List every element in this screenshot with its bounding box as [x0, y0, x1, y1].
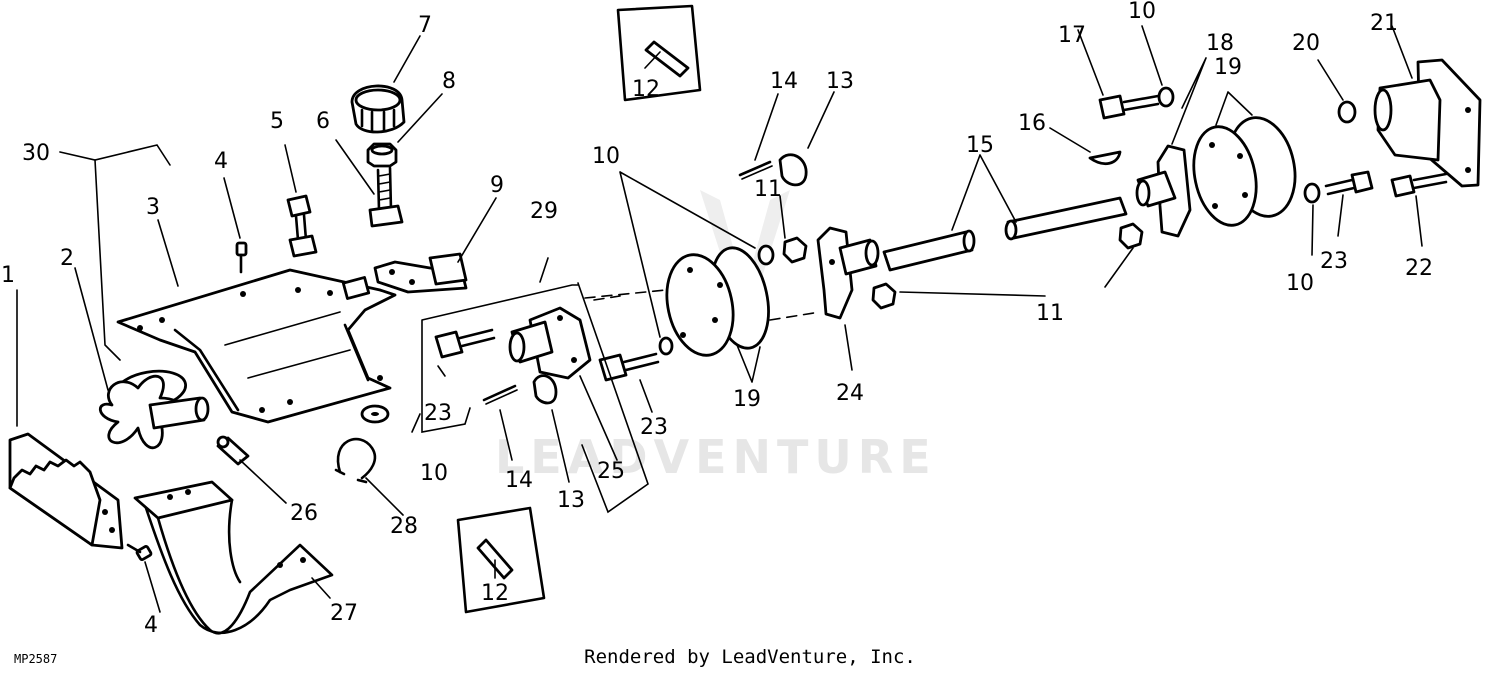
- callout-2: 2: [60, 246, 74, 271]
- part-3-plate: [116, 268, 397, 424]
- callout-13-lower: 13: [557, 488, 585, 513]
- callout-12-bottom: 12: [481, 581, 509, 606]
- part-22-bolt: [1390, 172, 1448, 198]
- part-14-pin-lower: [482, 384, 518, 405]
- callout-14-upper: 14: [770, 69, 798, 94]
- part-15-shaft-long: [1004, 196, 1128, 241]
- diagram-id: MP2587: [14, 652, 58, 666]
- callout-10-c: 10: [1128, 0, 1156, 24]
- callout-3: 3: [146, 195, 160, 220]
- callout-8: 8: [442, 69, 456, 94]
- part-23-bolt-left: [434, 328, 496, 359]
- callout-23-left: 23: [424, 401, 452, 426]
- part-21-gearbox: [1373, 58, 1482, 188]
- part-13-clip-upper: [778, 153, 808, 187]
- part-10-washer-a: [360, 404, 390, 424]
- part-18-hub: [1135, 144, 1192, 238]
- watermark-logo: [700, 190, 790, 330]
- part-16-key: [1088, 150, 1122, 166]
- callout-10-d: 10: [1286, 271, 1314, 296]
- part-23-bolt-middle: [598, 352, 660, 382]
- leader-lines: [16, 25, 1423, 613]
- callout-21: 21: [1370, 11, 1398, 36]
- part-10-washer-e: [1303, 182, 1321, 204]
- part-27-bracket: [133, 480, 334, 635]
- callout-6: 6: [316, 109, 330, 134]
- footer-credit: Rendered by LeadVenture, Inc.: [584, 646, 916, 668]
- callout-15: 15: [966, 133, 994, 158]
- part-20-washer: [1337, 100, 1357, 124]
- part-12-pin-top: [616, 4, 702, 102]
- part-4-screw-lower: [126, 543, 153, 561]
- callout-7: 7: [418, 13, 432, 38]
- callout-4-lower: 4: [144, 613, 158, 638]
- callout-25: 25: [597, 459, 625, 484]
- callout-12-top: 12: [632, 77, 660, 102]
- callout-19-left: 19: [733, 387, 761, 412]
- part-15-shaft-short: [882, 229, 976, 272]
- part-10-washer-c: [757, 244, 775, 266]
- watermark-text: LEADVENTURE: [495, 430, 937, 484]
- callout-22: 22: [1405, 256, 1433, 281]
- part-11-nut-a: [782, 236, 808, 264]
- part-10-washer-d: [1157, 86, 1175, 108]
- callout-28: 28: [390, 514, 418, 539]
- part-7-knob: [350, 84, 406, 134]
- part-2-fan: [98, 369, 210, 450]
- callout-4-upper: 4: [214, 149, 228, 174]
- callout-27: 27: [330, 601, 358, 626]
- callout-30: 30: [22, 141, 50, 166]
- part-8-nut: [366, 142, 398, 168]
- part-5-bolt: [286, 194, 318, 258]
- callout-11-a: 11: [754, 177, 782, 202]
- callout-10-a: 10: [420, 461, 448, 486]
- callout-24: 24: [836, 381, 864, 406]
- callout-26: 26: [290, 501, 318, 526]
- part-26-spacer: [216, 435, 250, 466]
- callout-20: 20: [1292, 31, 1320, 56]
- part-24-hub: [816, 226, 880, 320]
- part-10-washer-b: [658, 336, 674, 356]
- part-11-nut-b: [871, 282, 897, 310]
- part-9-bracket: [373, 252, 468, 294]
- callout-16: 16: [1018, 111, 1046, 136]
- part-4-screw-upper: [235, 241, 248, 274]
- part-25-hub: [508, 306, 592, 380]
- callout-1: 1: [1, 263, 15, 288]
- part-17-bolt: [1098, 94, 1160, 120]
- callout-23-middle: 23: [640, 415, 668, 440]
- part-13-clip-lower: [532, 374, 558, 405]
- callout-29: 29: [530, 199, 558, 224]
- callout-19-right: 19: [1214, 55, 1242, 80]
- callout-14-lower: 14: [505, 468, 533, 493]
- callouts: 1 2 3 4 4 5 6 7 8 9 10 10 10 10 11 11 12…: [1, 0, 1433, 638]
- callout-5: 5: [270, 109, 284, 134]
- part-1-bracket: [8, 432, 124, 550]
- part-6-bolt: [368, 166, 404, 228]
- part-14-pin-upper: [738, 160, 773, 180]
- callout-13-upper: 13: [826, 69, 854, 94]
- callout-18: 18: [1206, 31, 1234, 56]
- part-19-disc-left: [665, 246, 770, 357]
- part-11-nut-c: [1118, 222, 1144, 250]
- callout-17: 17: [1058, 23, 1086, 48]
- callout-11-b: 11: [1036, 301, 1064, 326]
- callout-9: 9: [490, 173, 504, 198]
- part-19-disc-right: [1192, 116, 1297, 227]
- callout-23-right: 23: [1320, 249, 1348, 274]
- part-28-clip: [334, 437, 377, 484]
- callout-10-b: 10: [592, 144, 620, 169]
- part-23-bolt-right: [1324, 170, 1374, 196]
